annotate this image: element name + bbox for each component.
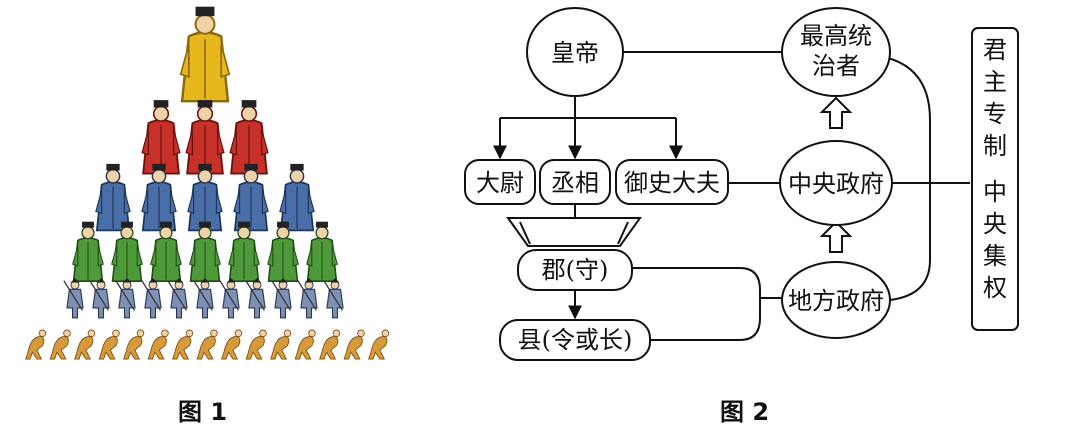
county-label: 县(令或长): [518, 326, 633, 354]
officials-figure: [279, 163, 315, 232]
side-label-char: 央: [983, 210, 1007, 238]
connector-lines: [493, 51, 970, 341]
figure1-caption: 图 1: [178, 398, 228, 426]
soldiers-figure: [141, 278, 162, 319]
side-label-char: 中: [983, 178, 1007, 206]
taiwei-label: 大尉: [476, 169, 524, 197]
side-label-char: 君: [983, 36, 1007, 64]
political-structure-diagram: [464, 7, 1019, 361]
commandery-label: 郡(守): [542, 256, 609, 284]
supreme-ruler-node: [781, 7, 891, 97]
up-arrow-icon: [819, 96, 853, 129]
minor-officials-figure: [306, 221, 338, 282]
county-box: [499, 319, 651, 361]
minor-officials-figure: [189, 221, 221, 282]
peasants-figure: [343, 329, 365, 360]
funnel-shape: [506, 217, 642, 247]
peasants-figure: [319, 329, 341, 360]
peasants-figure: [172, 329, 194, 360]
officials-figure: [95, 163, 131, 232]
peasants-figure: [221, 329, 243, 360]
soldiers-figure: [323, 278, 344, 319]
emperor-node: [526, 7, 624, 97]
soldiers-figure: [115, 278, 136, 319]
soldiers-figure: [297, 278, 318, 319]
minor-officials-figure: [267, 221, 299, 282]
peasants-figure: [368, 329, 390, 360]
chengxiang-box: [539, 159, 611, 205]
emperor-figure: [179, 6, 231, 103]
taiwei-box: [464, 159, 536, 205]
soldiers-figure: [63, 278, 84, 319]
emperor-label: 皇帝: [551, 39, 599, 67]
central-gov-node: [779, 140, 893, 226]
chengxiang-label: 丞相: [551, 169, 599, 197]
officials-figure: [187, 163, 223, 232]
officials-figure: [233, 163, 269, 232]
side-label-char: 主: [983, 68, 1007, 96]
supreme-ruler-label-line1: 最高统: [800, 22, 872, 50]
minor-officials-figure: [150, 221, 182, 282]
peasants-figure: [270, 329, 292, 360]
soldiers-figure: [89, 278, 110, 319]
high-officials-figure: [229, 100, 269, 175]
peasants-figure: [294, 329, 316, 360]
social-hierarchy-pyramid: [25, 6, 390, 360]
side-label-box: [971, 27, 1019, 331]
minor-officials-figure: [111, 221, 143, 282]
local-gov-label: 地方政府: [788, 287, 884, 315]
peasants-figure: [123, 329, 145, 360]
central-gov-label: 中央政府: [788, 170, 884, 198]
figure2-caption: 图 2: [720, 398, 770, 426]
peasants-figure: [25, 329, 47, 360]
local-gov-node: [781, 261, 891, 339]
yushi-dafu-label: 御史大夫: [624, 169, 720, 197]
peasants-figure: [49, 329, 71, 360]
side-label-char: 权: [983, 274, 1007, 302]
side-label-char: 集: [983, 242, 1007, 270]
peasants-figure: [196, 329, 218, 360]
peasants-figure: [74, 329, 96, 360]
peasants-figure: [147, 329, 169, 360]
peasants-figure: [245, 329, 267, 360]
minor-officials-figure: [228, 221, 260, 282]
commandery-box: [517, 249, 633, 291]
soldiers-figure: [219, 278, 240, 319]
peasants-figure: [98, 329, 120, 360]
yushi-dafu-box: [615, 159, 729, 205]
soldiers-figure: [193, 278, 214, 319]
soldiers-figure: [167, 278, 188, 319]
high-officials-figure: [141, 100, 181, 175]
high-officials-figure: [185, 100, 225, 175]
up-arrow-icon: [819, 220, 853, 253]
soldiers-figure: [271, 278, 292, 319]
officials-figure: [141, 163, 177, 232]
supreme-ruler-label-line2: 治者: [812, 52, 860, 80]
side-label-char: 制: [983, 132, 1007, 160]
minor-officials-figure: [72, 221, 104, 282]
side-label-char: 专: [983, 100, 1007, 128]
soldiers-figure: [245, 278, 266, 319]
